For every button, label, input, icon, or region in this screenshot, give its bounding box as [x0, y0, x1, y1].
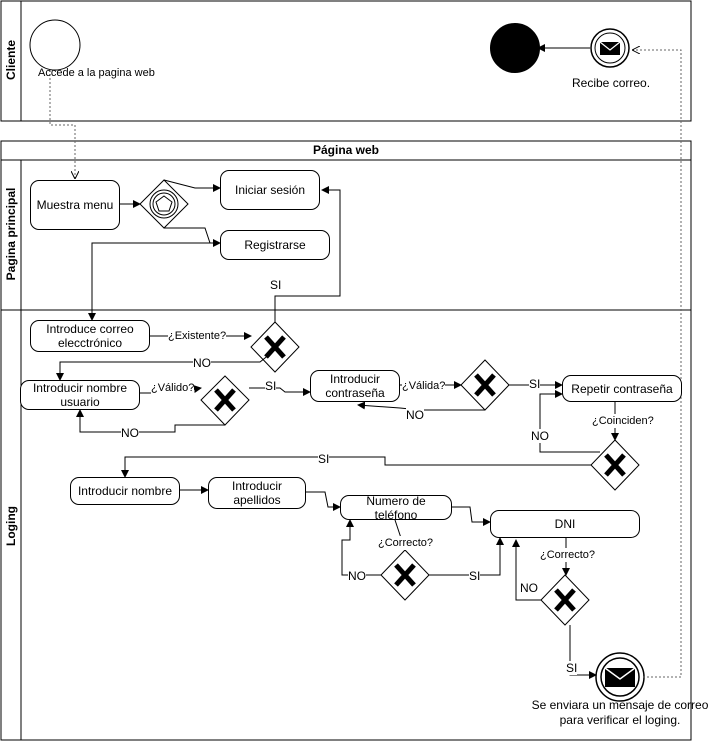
- task-introduce-correo-line1: Introduce correo: [46, 322, 134, 336]
- task-dni[interactable]: DNI: [490, 510, 640, 538]
- label-no-valida: NO: [406, 408, 424, 422]
- label-valido: ¿Válido?: [151, 381, 195, 395]
- task-introducir-apellidos[interactable]: Introducir apellidos: [208, 477, 306, 509]
- label-no-existente: NO: [193, 356, 211, 370]
- label-si-telefono: SI: [469, 569, 481, 583]
- label-no-telefono: NO: [348, 569, 366, 583]
- pool-cliente: [0, 0, 692, 122]
- gateway-valida[interactable]: [460, 359, 510, 411]
- message-flows: [49, 50, 682, 678]
- task-introducir-nombre-usuario-line2: usuario: [60, 395, 100, 409]
- task-introducir-nombre[interactable]: Introducir nombre: [70, 477, 180, 505]
- lane-principal-title: Pagina principal: [4, 187, 18, 281]
- label-no-coinciden: NO: [531, 429, 549, 443]
- task-introducir-contrasena-line1: Introducir: [329, 372, 381, 386]
- pool-pagina-web-title: Página web: [312, 143, 380, 157]
- label-no-valido: NO: [121, 426, 139, 440]
- event-based-gateway[interactable]: [139, 179, 189, 229]
- start-event-label: Accede a la pagina web: [38, 67, 155, 79]
- send-event-label-2: para verificar el loging.: [559, 713, 681, 727]
- label-coinciden: ¿Coinciden?: [592, 414, 654, 428]
- task-introducir-apellidos-line1: Introducir: [231, 479, 283, 493]
- label-si-valida: SI: [529, 377, 541, 391]
- task-introducir-nombre-usuario[interactable]: Introducir nombre usuario: [20, 380, 140, 410]
- pool-cliente-title: Cliente: [4, 40, 18, 81]
- label-si-dni: SI: [566, 661, 578, 675]
- label-correcto-telefono: ¿Correcto?: [378, 536, 434, 550]
- start-event[interactable]: [29, 19, 81, 71]
- label-existente: ¿Existente?: [168, 329, 227, 343]
- label-si-registro: SI: [270, 278, 282, 292]
- gateway-correcto-dni[interactable]: [540, 574, 590, 626]
- send-event-label-1: Se enviara un mensaje de correo: [531, 698, 709, 712]
- task-registrarse[interactable]: Registrarse: [220, 230, 330, 260]
- task-introducir-contrasena-line2: contraseña: [325, 386, 385, 400]
- label-si-valido: SI: [265, 379, 277, 393]
- label-valida: ¿Válida?: [402, 379, 446, 393]
- send-message-event[interactable]: [595, 652, 645, 702]
- gateway-correcto-telefono[interactable]: [380, 549, 430, 601]
- label-correcto-dni: ¿Correcto?: [540, 548, 596, 562]
- end-event[interactable]: [490, 23, 540, 73]
- lane-loging-title: Loging: [4, 506, 18, 546]
- task-introducir-contrasena[interactable]: Introducir contraseña: [310, 370, 400, 402]
- label-no-dni: NO: [520, 581, 538, 595]
- task-iniciar-sesion[interactable]: Iniciar sesión: [220, 170, 320, 210]
- task-introduce-correo[interactable]: Introduce correo elecctrónico: [30, 320, 150, 352]
- gateway-coinciden[interactable]: [590, 439, 640, 491]
- receive-event-label: Recibe correo.: [572, 76, 651, 90]
- task-introduce-correo-line2: elecctrónico: [57, 336, 123, 350]
- pool-pagina-web: [0, 140, 692, 741]
- task-introducir-apellidos-line2: apellidos: [233, 493, 281, 507]
- receive-message-event[interactable]: [590, 28, 630, 68]
- task-muestra-menu[interactable]: Muestra menu: [30, 180, 120, 230]
- task-introducir-nombre-usuario-line1: Introducir nombre: [32, 381, 128, 395]
- task-numero-telefono[interactable]: Numero de teléfono: [340, 494, 452, 522]
- task-repetir-contrasena[interactable]: Repetir contraseña: [562, 375, 682, 402]
- label-si-coinciden: SI: [318, 452, 330, 466]
